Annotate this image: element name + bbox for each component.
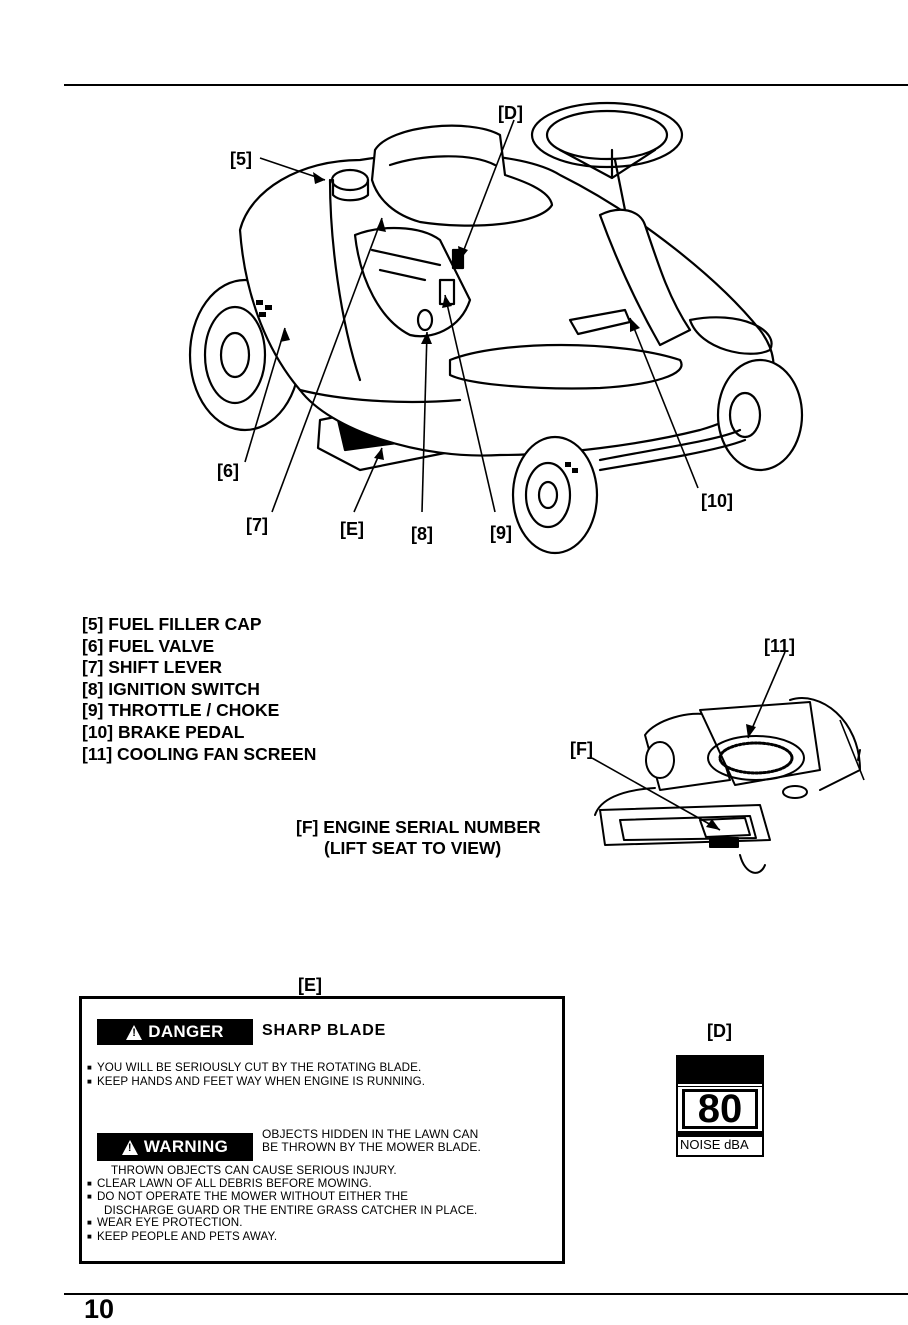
danger-signal-word: DANGER	[97, 1019, 253, 1045]
warning-heading: OBJECTS HIDDEN IN THE LAWN CAN BE THROWN…	[262, 1128, 481, 1153]
warning-heading-line: BE THROWN BY THE MOWER BLADE.	[262, 1139, 481, 1154]
legend-item: [11] COOLING FAN SCREEN	[82, 743, 317, 764]
warning-triangle-icon	[121, 1139, 138, 1155]
safety-label: DANGER SHARP BLADE YOU WILL BE SERIOUSLY…	[79, 996, 565, 1264]
danger-item: YOU WILL BE SERIOUSLY CUT BY THE ROTATIN…	[87, 1061, 425, 1076]
callout-d-label: [D]	[707, 1021, 732, 1041]
callout-7: [7]	[246, 515, 268, 535]
warning-signal-word: WARNING	[97, 1133, 253, 1161]
callout-e: [E]	[340, 519, 364, 539]
legend-item: [8] IGNITION SWITCH	[82, 678, 260, 699]
danger-heading: SHARP BLADE	[262, 1022, 387, 1039]
noise-caption: NOISE dBA	[680, 1137, 749, 1152]
callout-5: [5]	[230, 149, 252, 169]
noise-label-bar	[678, 1057, 762, 1087]
legend-item: [9] THROTTLE / CHOKE	[82, 700, 280, 721]
legend-item: [6] FUEL VALVE	[82, 635, 215, 656]
warning-item-continued: DISCHARGE GUARD OR THE ENTIRE GRASS CATC…	[104, 1203, 478, 1217]
callout-e-label: [E]	[298, 975, 322, 995]
warning-triangle-icon	[126, 1024, 143, 1040]
callout-8: [8]	[411, 524, 433, 544]
noise-label-bar-bottom	[678, 1131, 762, 1137]
warning-item: CLEAR LAWN OF ALL DEBRIS BEFORE MOWING.	[87, 1177, 477, 1192]
page-number: 10	[84, 1294, 115, 1324]
parts-legend: [5] FUEL FILLER CAP [6] FUEL VALVE [7] S…	[82, 614, 316, 765]
callout-11: [11]	[764, 636, 796, 656]
noise-label-rule	[678, 1084, 762, 1086]
callout-9: [9]	[490, 523, 512, 543]
engine-detail-illustration	[591, 651, 865, 874]
legend-item: [7] SHIFT LEVER	[82, 657, 223, 678]
warning-word: WARNING	[143, 1137, 229, 1156]
bottom-rule	[64, 1293, 908, 1295]
warning-body: THROWN OBJECTS CAN CAUSE SERIOUS INJURY.…	[87, 1164, 478, 1245]
callout-6: [6]	[217, 461, 239, 481]
callout-10: [10]	[701, 491, 734, 511]
noise-value: 80	[682, 1089, 758, 1129]
engine-serial-note: [F] ENGINE SERIAL NUMBER (LIFT SEAT TO V…	[296, 817, 541, 859]
serial-line-1: [F] ENGINE SERIAL NUMBER	[296, 817, 541, 837]
warning-item: KEEP PEOPLE AND PETS AWAY.	[87, 1230, 477, 1245]
legend-item: [10] BRAKE PEDAL	[82, 721, 245, 742]
top-rule	[64, 84, 908, 86]
riding-mower-illustration	[188, 101, 804, 555]
legend-item: [5] FUEL FILLER CAP	[82, 614, 262, 634]
callout-f: [F]	[570, 739, 593, 759]
warning-heading-line: OBJECTS HIDDEN IN THE LAWN CAN	[262, 1127, 479, 1141]
noise-label: 80 NOISE dBA	[676, 1055, 764, 1157]
warning-intro: THROWN OBJECTS CAN CAUSE SERIOUS INJURY.	[111, 1164, 397, 1177]
danger-items: YOU WILL BE SERIOUSLY CUT BY THE ROTATIN…	[87, 1061, 425, 1090]
serial-line-2: (LIFT SEAT TO VIEW)	[324, 838, 502, 858]
warning-item: WEAR EYE PROTECTION.	[87, 1217, 477, 1231]
danger-item: KEEP HANDS AND FEET WAY WHEN ENGINE IS R…	[87, 1075, 425, 1090]
callout-d: [D]	[498, 103, 523, 123]
danger-word: DANGER	[148, 1022, 224, 1041]
warning-item: DO NOT OPERATE THE MOWER WITHOUT EITHER …	[87, 1191, 477, 1205]
